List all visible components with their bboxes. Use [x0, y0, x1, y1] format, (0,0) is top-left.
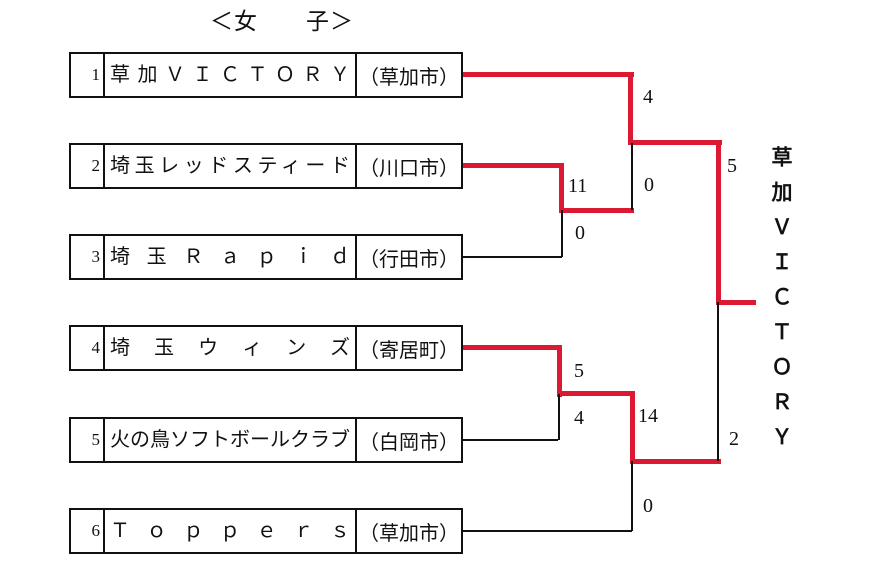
team-city: （草加市）	[359, 66, 459, 89]
line-team5	[463, 439, 558, 441]
team-seed: 2	[71, 145, 105, 187]
team-name: 埼玉ウィンズ	[105, 327, 357, 369]
score-match23-team2: 11	[568, 175, 588, 197]
team-name: 埼玉レッドスティード	[105, 145, 357, 187]
team-city: （行田市）	[359, 248, 459, 271]
team-seed: 4	[71, 327, 105, 369]
team-city: （川口市）	[359, 157, 459, 180]
team-box-5: 5 火の鳥ソフトボールクラブ （白岡市）	[69, 417, 463, 463]
line-team2-advance	[463, 163, 564, 168]
score-final-team1: 5	[727, 155, 737, 177]
line-match23-winner-drop	[559, 163, 564, 213]
team-name: 草加ＶＩＣＴＯＲＹ	[105, 54, 357, 96]
line-champion-stub	[716, 300, 756, 305]
line-final-vertical	[717, 302, 719, 461]
line-semifinal-top-vertical	[631, 143, 633, 210]
line-match45-vertical	[558, 394, 560, 440]
line-semifinal-bottom-winner-drop	[630, 391, 635, 464]
score-semifinal-top-team1: 4	[643, 86, 653, 108]
line-team1-advance	[463, 72, 634, 77]
score-semifinal-top-team2: 0	[644, 174, 654, 196]
team-box-4: 4 埼玉ウィンズ （寄居町）	[69, 325, 463, 371]
score-match23-team3: 0	[575, 222, 585, 244]
team-seed: 1	[71, 54, 105, 96]
score-match45-team5: 4	[574, 407, 584, 429]
team-name: Ｔｏｐｐｅｒｓ	[105, 510, 357, 552]
line-semifinal-bottom-winner-advance	[630, 459, 721, 464]
line-team4-advance	[463, 345, 562, 350]
score-semifinal-bottom-team4: 14	[638, 405, 658, 427]
score-semifinal-bottom-team6: 0	[643, 495, 653, 517]
team-box-6: 6 Ｔｏｐｐｅｒｓ （草加市）	[69, 508, 463, 554]
line-match45-winner-advance	[557, 391, 635, 396]
team-seed: 5	[71, 419, 105, 461]
line-team3	[463, 256, 562, 258]
bracket-title: ＜女 子＞	[210, 9, 354, 34]
line-match45-winner-drop	[557, 345, 562, 397]
team-city: （寄居町）	[359, 339, 459, 362]
champion-name: 草加ＶＩＣＴＯＲＹ	[769, 146, 793, 461]
team-city: （草加市）	[359, 522, 459, 545]
line-semifinal-bottom-vertical	[631, 461, 633, 531]
line-match23-winner-advance	[559, 208, 634, 213]
score-final-team4: 2	[729, 428, 739, 450]
team-name: 火の鳥ソフトボールクラブ	[105, 419, 357, 461]
line-semifinal-top-winner-drop	[628, 72, 633, 145]
score-match45-team4: 5	[574, 360, 584, 382]
line-match23-vertical	[561, 210, 563, 257]
team-seed: 3	[71, 236, 105, 278]
line-semifinal-top-winner-advance	[628, 140, 722, 145]
line-team6	[463, 530, 632, 532]
team-box-2: 2 埼玉レッドスティード （川口市）	[69, 143, 463, 189]
line-final-winner-drop	[716, 140, 721, 305]
team-name: 埼玉Ｒａｐｉｄ	[105, 236, 357, 278]
team-seed: 6	[71, 510, 105, 552]
team-box-1: 1 草加ＶＩＣＴＯＲＹ （草加市）	[69, 52, 463, 98]
team-city: （白岡市）	[359, 431, 459, 454]
team-box-3: 3 埼玉Ｒａｐｉｄ （行田市）	[69, 234, 463, 280]
